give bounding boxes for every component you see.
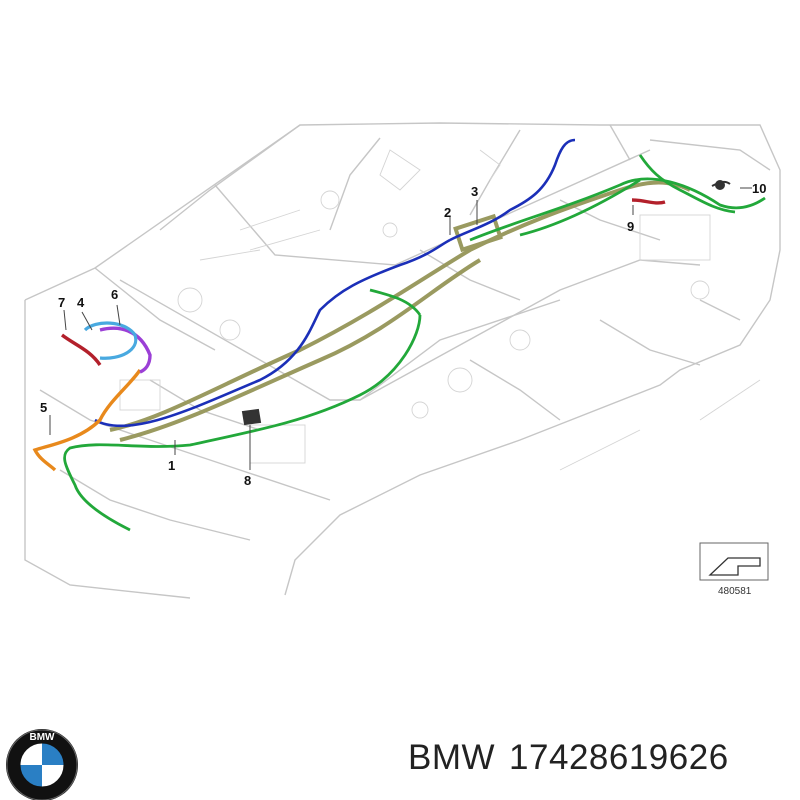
arrow-icon	[708, 557, 761, 576]
callout-8: 8	[244, 473, 251, 488]
brand-name: BMW	[408, 738, 496, 777]
callout-2: 2	[444, 205, 451, 220]
callout-10: 10	[752, 181, 766, 196]
callout-4: 4	[77, 295, 85, 310]
part-caption: BMW 17428619626	[408, 738, 743, 778]
callout-5: 5	[40, 400, 47, 415]
reference-box: 480581	[699, 542, 769, 597]
callout-3: 3	[471, 184, 478, 199]
logo-lettering: BMW	[30, 732, 56, 743]
callout-7: 7	[58, 295, 65, 310]
harness-blue	[94, 138, 576, 428]
harness-green	[63, 154, 766, 532]
harness-lightblue	[83, 321, 138, 360]
harness-orange	[32, 369, 142, 472]
callout-labels: 1 2 3 4 5 6 7 8 9 10	[40, 181, 766, 488]
harness-black	[241, 180, 731, 426]
harness-purple	[99, 326, 152, 374]
part-number: 17428619626	[509, 738, 729, 777]
car-body-detail	[119, 149, 761, 471]
callout-leaders	[49, 187, 752, 470]
harness-red	[60, 198, 666, 366]
car-body-outline	[24, 122, 781, 599]
callout-9: 9	[627, 219, 634, 234]
callout-6: 6	[111, 287, 118, 302]
bmw-logo-icon: BMW	[6, 729, 78, 800]
callout-1: 1	[168, 458, 175, 473]
reference-number: 480581	[718, 586, 752, 597]
harness-khaki	[109, 180, 691, 442]
